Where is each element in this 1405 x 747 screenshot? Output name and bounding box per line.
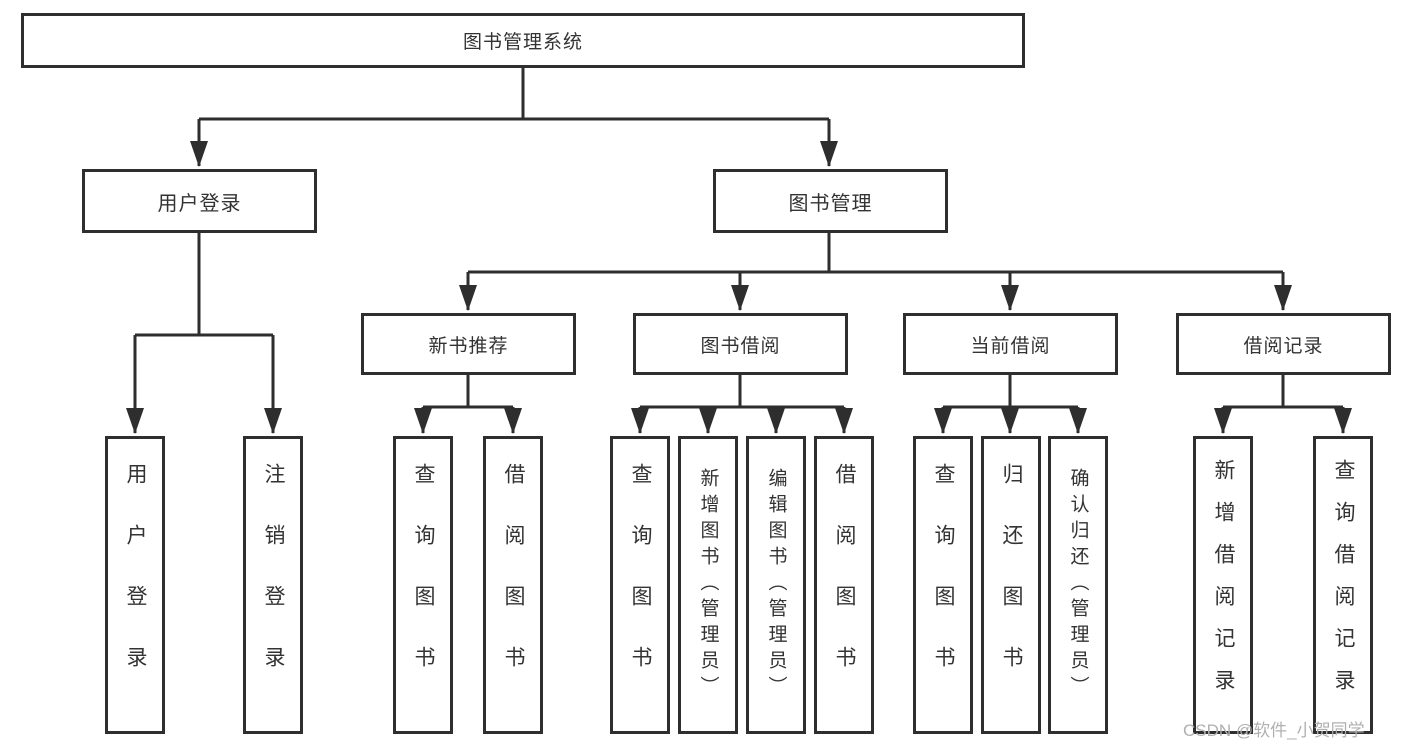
node-book-management: 图书管理 bbox=[713, 169, 948, 233]
leaf-label: 查询图书 bbox=[412, 463, 435, 707]
leaf-borrow-book: 借阅图书 bbox=[814, 436, 874, 734]
leaf-confirm-return-admin: 确认归还（管理员） bbox=[1048, 436, 1108, 734]
node-label: 用户登录 bbox=[157, 192, 242, 215]
leaf-borrow-book-newbook: 借阅图书 bbox=[483, 436, 543, 734]
leaf-user-login: 用户登录 bbox=[105, 436, 165, 734]
leaf-label: 用户登录 bbox=[124, 463, 147, 707]
leaf-label: 确认归还（管理员） bbox=[1067, 468, 1089, 702]
node-label: 图书借阅 bbox=[700, 335, 781, 357]
leaf-add-book-admin: 新增图书（管理员） bbox=[678, 436, 738, 734]
leaf-query-book-borrow: 查询图书 bbox=[610, 436, 670, 734]
leaf-add-borrow-record: 新增借阅记录 bbox=[1193, 436, 1253, 734]
leaf-query-book-current: 查询图书 bbox=[913, 436, 973, 734]
leaf-query-book-newbook: 查询图书 bbox=[393, 436, 453, 734]
leaf-label: 查询借阅记录 bbox=[1332, 459, 1355, 711]
node-library-management-system: 图书管理系统 bbox=[21, 13, 1025, 68]
node-current-borrow: 当前借阅 bbox=[903, 313, 1118, 375]
node-borrow-records: 借阅记录 bbox=[1176, 313, 1391, 375]
leaf-label: 借阅图书 bbox=[502, 463, 525, 707]
node-label: 当前借阅 bbox=[970, 335, 1051, 357]
leaf-edit-book-admin: 编辑图书（管理员） bbox=[746, 436, 806, 734]
node-new-book-recommend: 新书推荐 bbox=[361, 313, 576, 375]
leaf-label: 归还图书 bbox=[1000, 463, 1023, 707]
leaf-return-book: 归还图书 bbox=[981, 436, 1041, 734]
node-label: 借阅记录 bbox=[1243, 335, 1324, 357]
leaf-label: 编辑图书（管理员） bbox=[765, 468, 787, 702]
csdn-watermark: CSDN @软件_小贺同学 bbox=[1183, 721, 1365, 740]
node-user-login: 用户登录 bbox=[82, 169, 317, 233]
node-book-borrow: 图书借阅 bbox=[633, 313, 848, 375]
leaf-label: 查询图书 bbox=[629, 463, 652, 707]
leaf-label: 新增借阅记录 bbox=[1212, 459, 1235, 711]
leaf-label: 查询图书 bbox=[932, 463, 955, 707]
leaf-query-borrow-record: 查询借阅记录 bbox=[1313, 436, 1373, 734]
leaf-label: 新增图书（管理员） bbox=[697, 468, 719, 702]
node-label: 图书管理系统 bbox=[462, 32, 583, 53]
node-label: 图书管理 bbox=[788, 192, 873, 215]
leaf-label: 注销登录 bbox=[262, 463, 285, 707]
leaf-label: 借阅图书 bbox=[833, 463, 856, 707]
node-label: 新书推荐 bbox=[428, 335, 509, 357]
leaf-logout: 注销登录 bbox=[243, 436, 303, 734]
